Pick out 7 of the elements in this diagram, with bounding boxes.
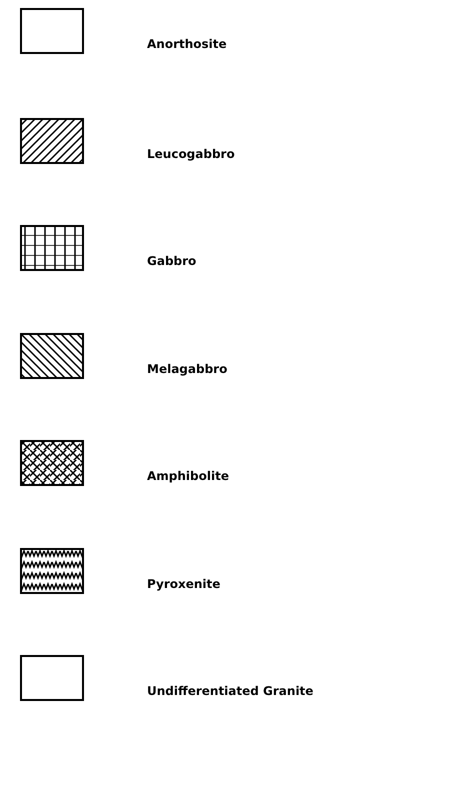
legend-label: Amphibolite: [147, 469, 229, 483]
legend-label: Pyroxenite: [147, 577, 220, 591]
legend-label: Anorthosite: [147, 37, 227, 51]
legend-label: Leucogabbro: [147, 147, 235, 161]
legend-label: Melagabbro: [147, 362, 228, 376]
legend-label: Undifferentiated Granite: [147, 684, 314, 698]
legend-label: Gabbro: [147, 254, 196, 268]
